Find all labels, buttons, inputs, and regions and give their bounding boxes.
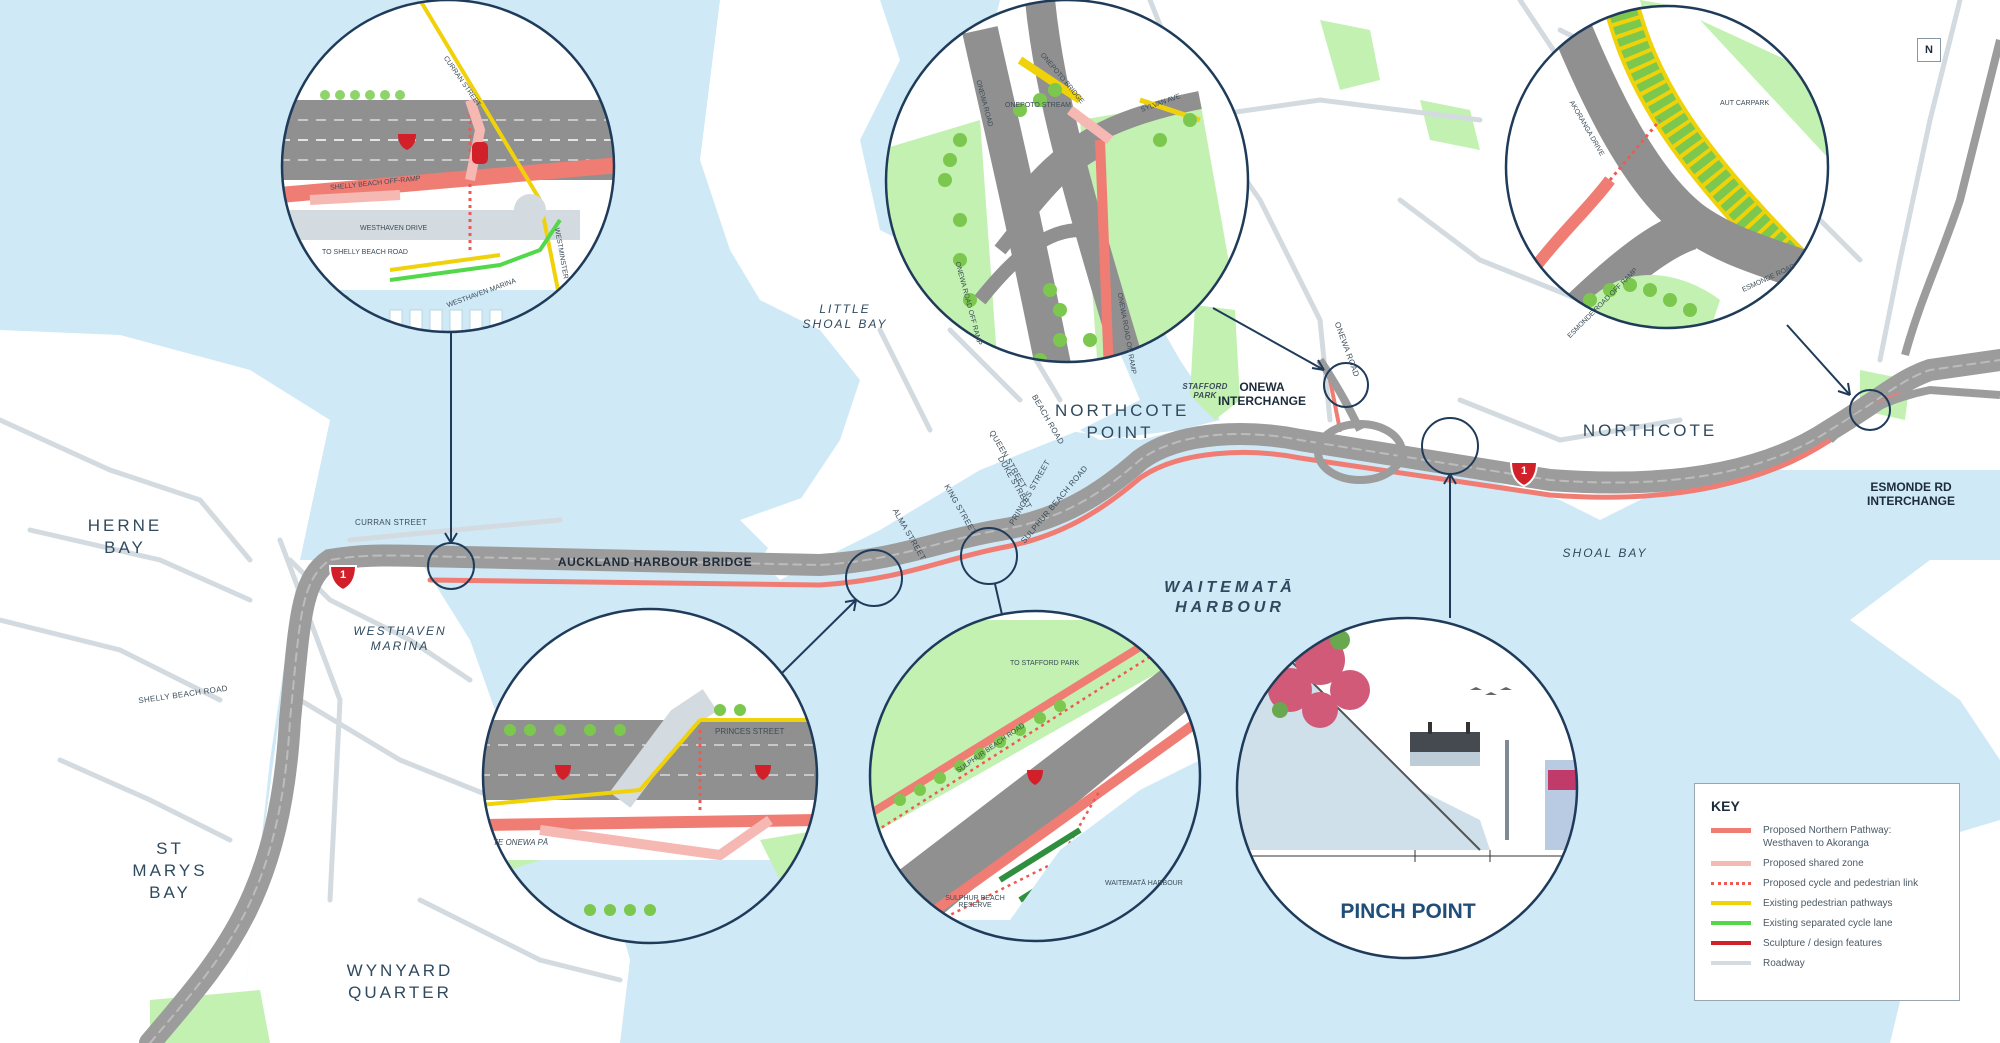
street-curran: CURRAN STREET [355,518,427,527]
legend-item: Existing separated cycle lane [1711,917,1943,930]
legend-label: Roadway [1763,958,1805,969]
north-arrow-icon: N [1917,38,1941,62]
sulphur-label-reserve: SULPHUR BEACH RESERVE [945,895,1005,909]
esmonde-interchange [1827,39,2000,443]
callout-esmonde [1506,6,1828,328]
label-herne-bay: HERNE BAY [87,516,163,557]
onewa-interchange [1314,357,1406,484]
leader-lines [444,307,1851,676]
legend-swatch-shared-zone [1711,860,1751,866]
label-onewa-interchange: ONEWA INTERCHANGE [1217,380,1306,408]
label-st-marys-bay: ST MARYS BAY [132,839,208,902]
legend-title: KEY [1711,798,1740,814]
motorway-shield-east: 1 [1520,465,1528,477]
label-waitemata-harbour: WAITEMATĀ HARBOUR [1164,579,1296,616]
legend: KEY Proposed Northern Pathway: Westhaven… [1694,783,1960,1001]
legend-swatch-cycle-link [1711,881,1751,885]
legend-swatch-pedestrian [1711,901,1751,905]
legend-item: Proposed shared zone [1711,857,1943,870]
label-esmonde-interchange: ESMONDE RD INTERCHANGE [1866,480,1955,508]
legend-swatch-northern-pathway [1711,827,1751,833]
legend-swatch-cycle-lane [1711,921,1751,925]
onewa-label-stream: ONEPOTO STREAM [1005,102,1071,109]
label-westhaven-marina: WESTHAVEN MARINA [353,624,447,653]
legend-item: Proposed cycle and pedestrian link [1711,877,1943,890]
callout-pinch [1237,618,1577,958]
callout-sulphur [870,611,1200,941]
motorway-shield-west: 1 [339,569,347,581]
pinch-point-title: PINCH POINT [1340,900,1476,923]
legend-swatch-roadway [1711,961,1751,965]
label-auckland-harbour-bridge: AUCKLAND HARBOUR BRIDGE [557,555,753,569]
label-wynyard-quarter: WYNYARD QUARTER [346,961,454,1002]
teonewa-label-pa: TE ONEWA PĀ [493,838,549,847]
label-northcote-point: NORTHCOTE POINT [1055,401,1190,442]
sulphur-label-stafford: TO STAFFORD PARK [1010,660,1080,667]
label-stafford-park: STAFFORD PARK [1182,382,1228,400]
legend-label: Proposed shared zone [1763,858,1864,869]
legend-label: Proposed cycle and pedestrian link [1763,878,1919,889]
label-shoal-bay: SHOAL BAY [1562,546,1648,560]
legend-item: Sculpture / design features [1711,937,1943,950]
legend-item: Roadway [1711,957,1943,970]
legend-swatch-sculpture [1711,941,1751,945]
legend-label: Existing separated cycle lane [1763,918,1893,929]
legend-item: Existing pedestrian pathways [1711,897,1943,910]
motorway-shields [328,461,1539,592]
esmonde-label-aut: AUT CARPARK [1720,100,1770,107]
teonewa-label-princes: PRINCES STREET [715,727,785,736]
westhaven-label-shelly: TO SHELLY BEACH ROAD [322,249,408,256]
label-little-shoal-bay: LITTLE SHOAL BAY [802,302,888,331]
label-northcote: NORTHCOTE [1582,421,1718,440]
sulphur-label-harbour: WAITEMATĀ HARBOUR [1105,880,1183,887]
legend-item: Proposed Northern Pathway: Westhaven to … [1711,824,1943,850]
legend-label: Sculpture / design features [1763,938,1882,949]
callout-westhaven [282,0,614,332]
westhaven-label-drive: WESTHAVEN DRIVE [360,225,428,232]
legend-label: Existing pedestrian pathways [1763,898,1893,909]
legend-label: Proposed Northern Pathway: Westhaven to … [1763,825,1892,849]
